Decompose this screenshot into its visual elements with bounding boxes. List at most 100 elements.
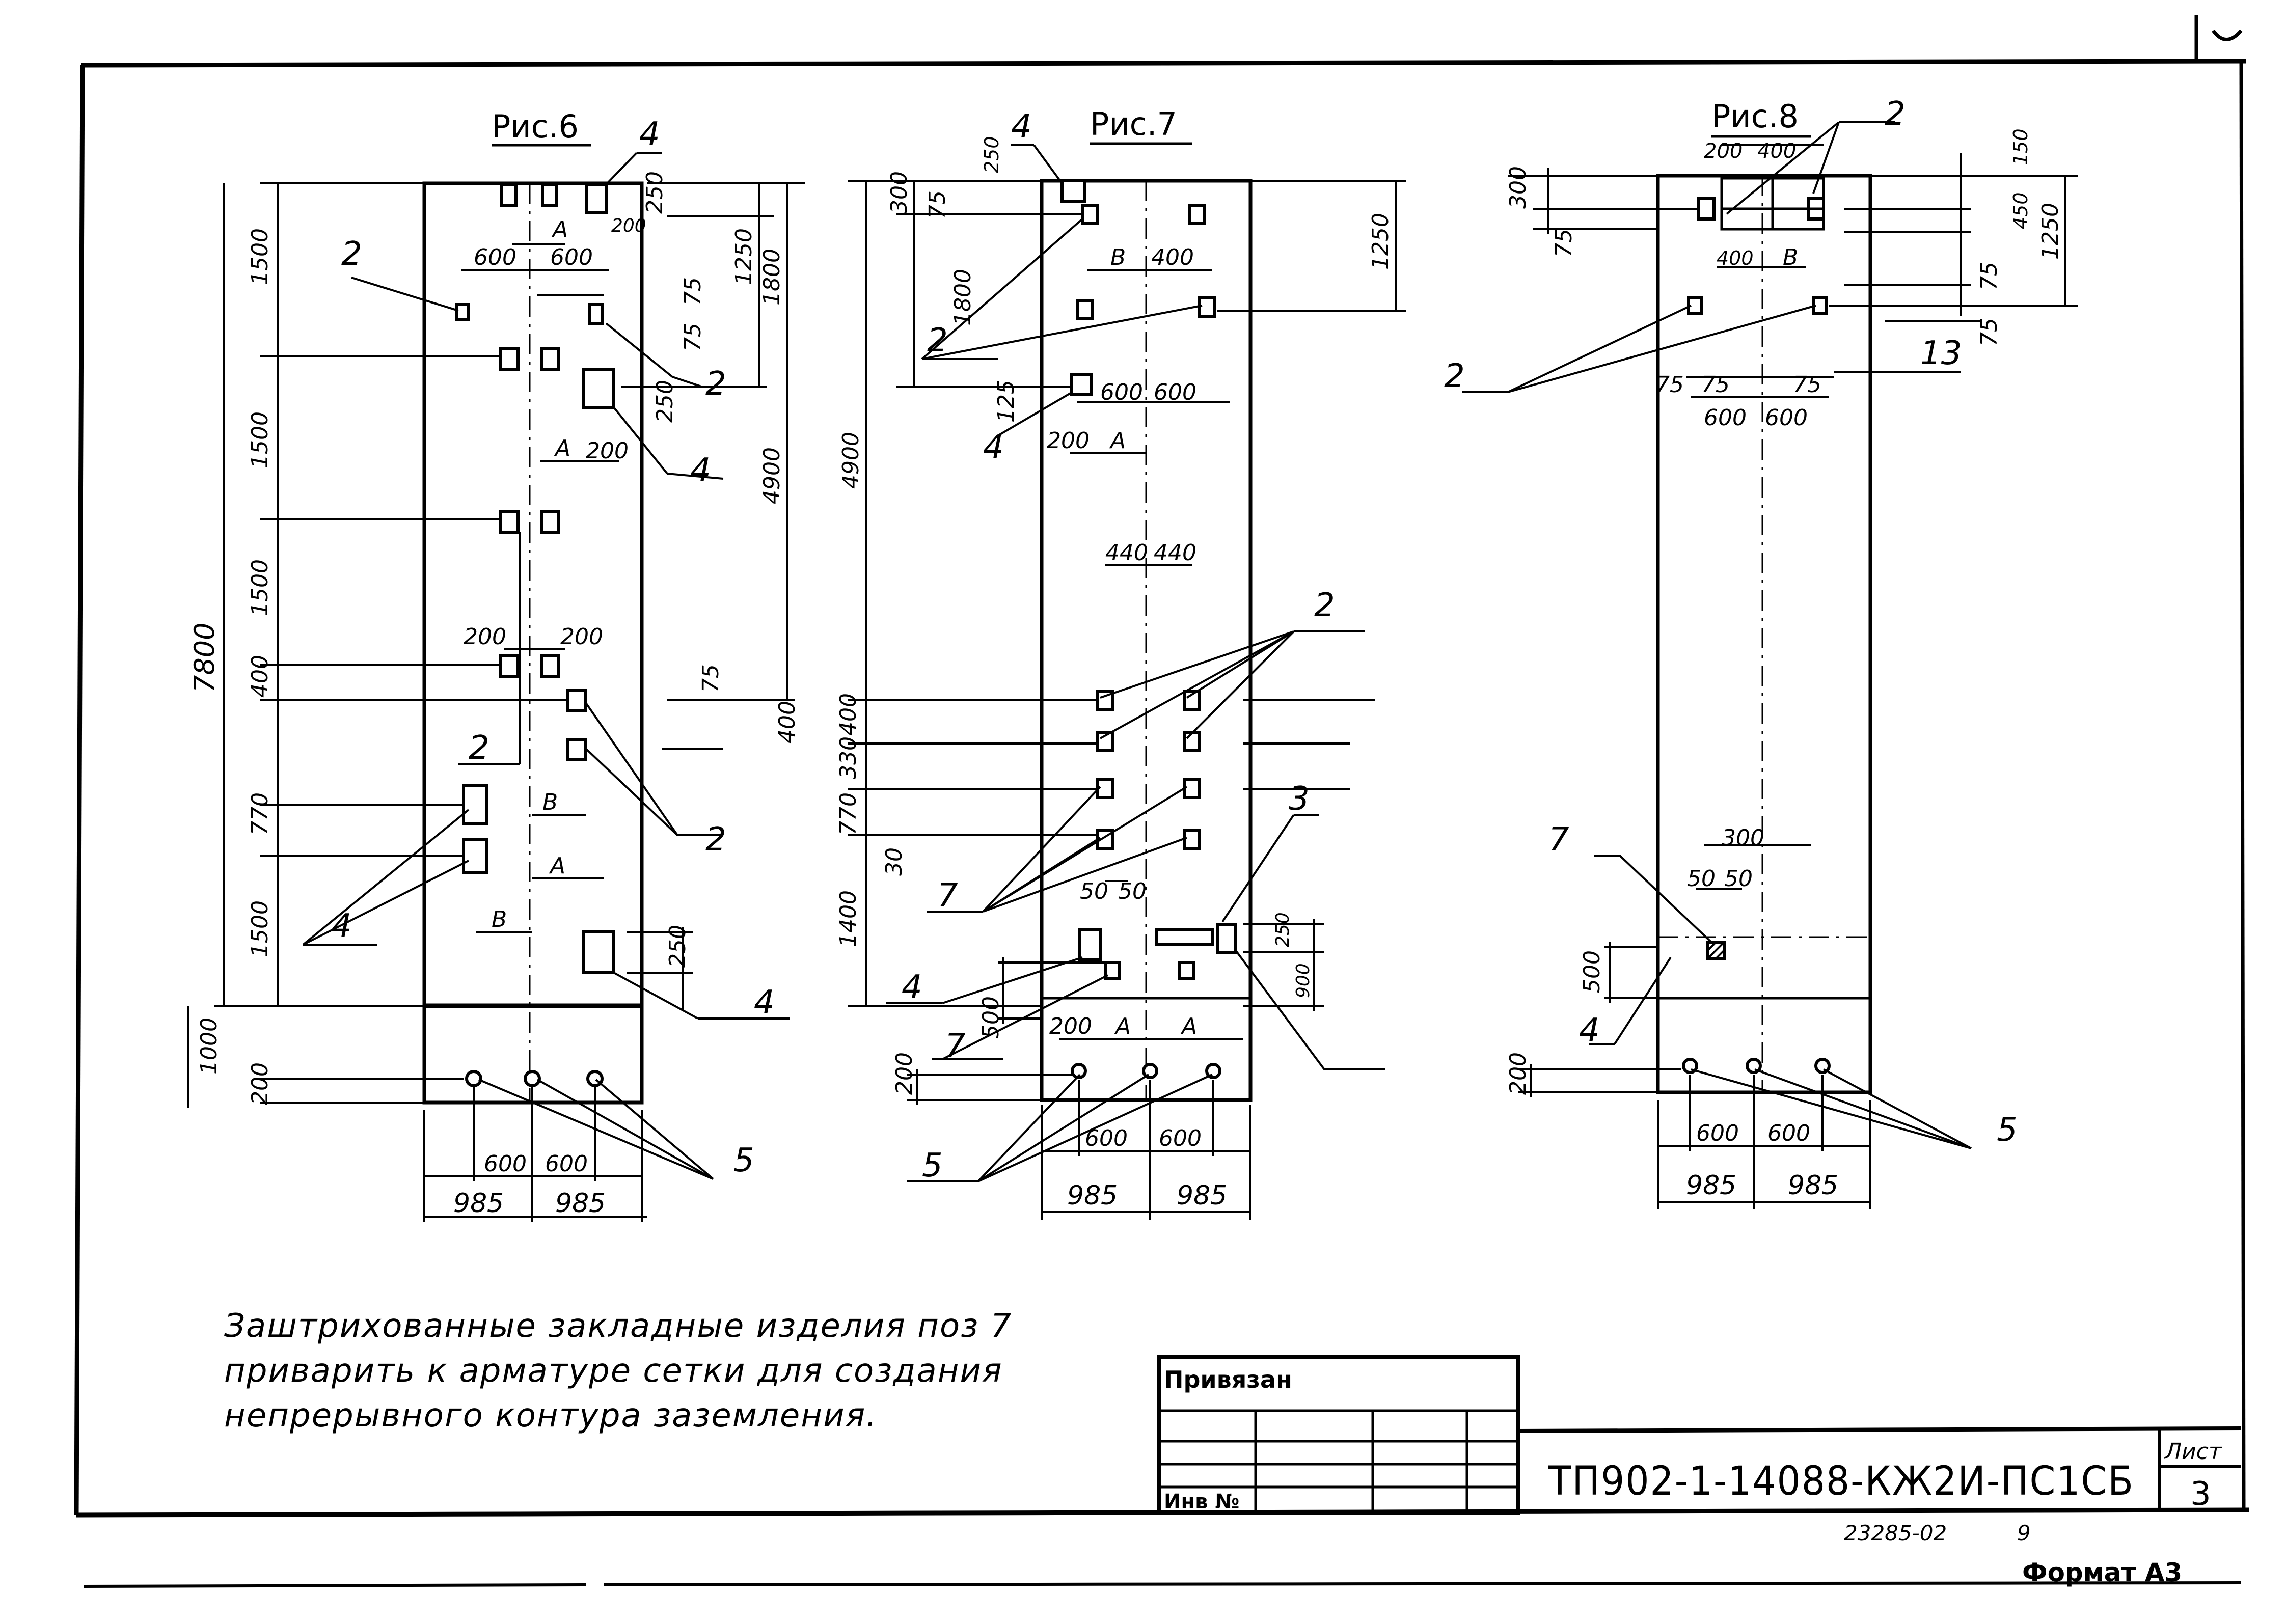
fig7-label-b: B — [1110, 244, 1126, 270]
fig8-pos-13: 13 — [1920, 335, 1962, 372]
fig7-dim-bottom-600-b: 600 — [1159, 1125, 1202, 1151]
fig7-dim-50-b: 50 — [1118, 878, 1147, 904]
fig8-dim-50-b: 50 — [1724, 866, 1753, 892]
inv-no-label: Инв № — [1164, 1490, 1239, 1513]
fig6-dim-bottom-600-a: 600 — [484, 1151, 527, 1177]
fig7-dim-75-a: 75 — [924, 190, 950, 219]
document-code: ТП902-1-14088-КЖ2И-ПС1СБ — [1548, 1458, 2134, 1504]
fig8-dim-300: 300 — [1505, 166, 1531, 209]
fig7-dim-4900: 4900 — [838, 432, 864, 489]
fig8-pos-7: 7 — [1548, 821, 1569, 859]
fig6-label-a-2: A — [554, 435, 570, 461]
fig8-dim-500: 500 — [1579, 950, 1605, 993]
note-text: Заштрихованные закладные изделия поз 7 п… — [224, 1304, 1141, 1438]
fig6-pos-4-d: 4 — [754, 984, 775, 1022]
fig8-dim-1250: 1250 — [2037, 203, 2063, 260]
fig6-dim-600-a: 600 — [474, 244, 516, 270]
fig7-dim-1800: 1800 — [950, 269, 976, 326]
fig8-dim-400-b: 400 — [1717, 247, 1754, 269]
fig8-dim-300-b: 300 — [1722, 825, 1764, 851]
fig8-dim-75-d: 75 — [1655, 372, 1684, 398]
fig8-dim-bottom-600-b: 600 — [1767, 1120, 1810, 1146]
fig7-dim-770: 770 — [835, 792, 861, 835]
fig7-dim-1250: 1250 — [1368, 213, 1394, 270]
fig7-dim-1400: 1400 — [835, 890, 861, 947]
note-line-2: приварить к арматуре сетки для создания — [224, 1352, 1003, 1390]
fig7-dim-250: 250 — [981, 136, 1003, 173]
figure-6: 1500 1500 1500 1500 7800 400 770 1000 20… — [187, 116, 805, 1222]
sheet-label: Лист — [2164, 1439, 2222, 1465]
fig6-dim-4900: 4900 — [759, 447, 785, 504]
fig6-pos-4-a: 4 — [639, 116, 660, 153]
fig7-dim-bottom-985-a: 985 — [1067, 1180, 1118, 1211]
fig7-dim-400-b: 400 — [1151, 244, 1194, 270]
fig8-pos-4: 4 — [1579, 1012, 1600, 1050]
fig7-label-a-1: A — [1109, 428, 1126, 454]
fig7-dim-bottom-985-b: 985 — [1177, 1180, 1227, 1211]
fig7-pos-4-a: 4 — [1011, 108, 1032, 146]
fig7-dim-400: 400 — [835, 693, 861, 736]
fig6-dim-400: 400 — [247, 655, 273, 698]
fig6-dim-75-a: 75 — [680, 277, 706, 306]
fig8-dim-450: 450 — [2009, 192, 2032, 229]
fig6-label-b-2: B — [492, 906, 507, 932]
fig6-plates — [455, 183, 615, 974]
fig8-pos-5: 5 — [1997, 1111, 2018, 1149]
figure-7-title: Рис.7 — [1090, 105, 1177, 143]
archive-number: 23285-02 — [1844, 1521, 1947, 1546]
fig8-pos-2-b: 2 — [1444, 357, 1465, 395]
fig6-pos-2-a: 2 — [341, 235, 362, 273]
fig8-plates — [1687, 177, 1828, 315]
fig6-dim-200-e: 200 — [560, 624, 603, 650]
fig7-pos-3: 3 — [1289, 780, 1310, 818]
fig6-label-a-3: A — [549, 853, 565, 879]
fig8-dim-600-a: 600 — [1704, 405, 1747, 431]
fig6-dim-250: 250 — [642, 171, 668, 214]
fig7-dim-300: 300 — [886, 171, 912, 214]
fig8-dim-600-b: 600 — [1765, 405, 1808, 431]
fig6-dim-1500-c: 1500 — [247, 559, 273, 616]
fig7-pos-5: 5 — [922, 1147, 943, 1185]
fig7-dim-440-a: 440 — [1105, 540, 1148, 566]
fig6-dim-1000: 1000 — [196, 1017, 222, 1075]
fig7-label-a-2: A — [1114, 1013, 1131, 1039]
figure-8: 300 75 150 450 1250 75 75 500 200 200 40… — [1444, 95, 2078, 1209]
note-line-3: непрерывного контура заземления. — [224, 1397, 878, 1435]
fig6-pos-5: 5 — [733, 1142, 754, 1179]
fig7-dim-600-b: 600 — [1154, 379, 1196, 405]
fig6-dim-200-c: 200 — [586, 438, 629, 464]
fig8-dim-50-a: 50 — [1687, 866, 1716, 892]
fig7-plates — [1060, 179, 1237, 980]
fig8-dim-bottom-985-a: 985 — [1686, 1170, 1736, 1201]
fig8-pos-2-a: 2 — [1885, 95, 1906, 133]
fig6-dim-770: 770 — [247, 792, 273, 835]
fig6-dim-600-b: 600 — [550, 244, 593, 270]
fig7-dim-330: 330 — [835, 736, 861, 779]
fig7-pos-2-b: 2 — [1314, 587, 1335, 624]
fig6-label-b-1: B — [542, 789, 558, 815]
fig6-dim-1250: 1250 — [731, 228, 757, 285]
figure-8-title: Рис.8 — [1711, 98, 1799, 135]
fig8-dim-200: 200 — [1505, 1052, 1531, 1095]
fig8-dim-150: 150 — [2009, 128, 2032, 166]
fig8-dim-bottom-985-b: 985 — [1788, 1170, 1838, 1201]
fig8-label-b: B — [1783, 244, 1798, 270]
fig7-dim-200-c: 200 — [1049, 1013, 1092, 1039]
fig7-bolts — [1071, 1063, 1221, 1079]
fig7-dim-600-a: 600 — [1100, 379, 1143, 405]
fig6-dim-200: 200 — [247, 1062, 273, 1105]
fig8-dim-75-a: 75 — [1551, 229, 1577, 257]
figure-7: 300 75 250 1800 4900 400 330 770 30 1400… — [835, 108, 1406, 1220]
fig6-dim-250-b: 250 — [652, 380, 678, 423]
fig8-dim-200-top: 200 — [1704, 140, 1743, 163]
format-label: Формат А3 — [2022, 1558, 2182, 1587]
sheet-number: 3 — [2190, 1475, 2211, 1513]
fig6-dim-75-c: 75 — [698, 664, 724, 693]
fig7-dim-250-b: 250 — [1272, 912, 1293, 947]
fig7-dim-30: 30 — [881, 847, 907, 876]
fig8-dim-75-f: 75 — [1793, 372, 1821, 398]
fig6-dim-75-b: 75 — [680, 323, 706, 351]
fig6-dim-1800: 1800 — [759, 249, 785, 306]
fig6-dim-bottom-985-a: 985 — [453, 1188, 504, 1219]
